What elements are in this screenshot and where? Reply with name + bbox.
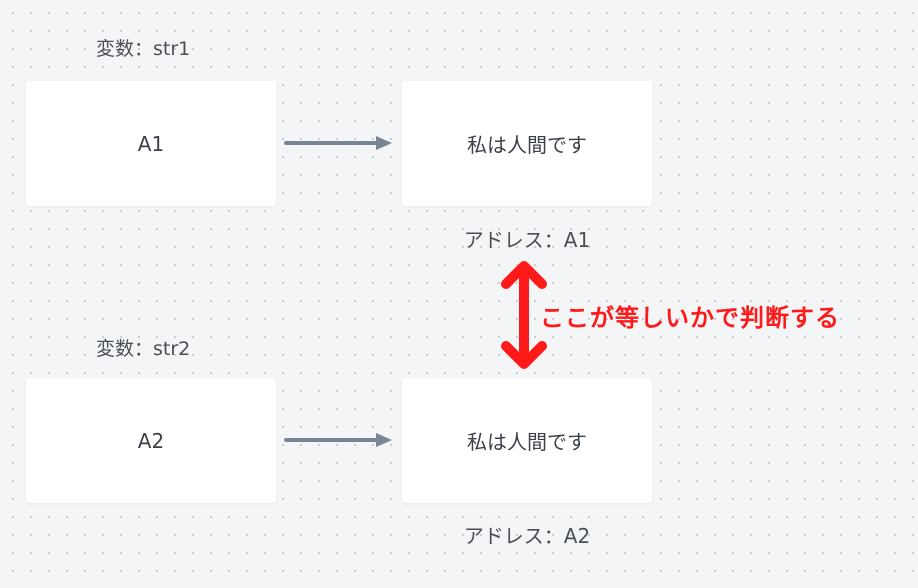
object-box-1[interactable]: 私は人間です [402,81,652,206]
variable-value-str1: A1 [137,131,165,156]
variable-label-str1: 変数：str1 [96,38,191,60]
variable-label-str2: 変数：str2 [96,338,191,360]
variable-value-str2: A2 [137,428,165,453]
address-label-1: アドレス：A1 [463,228,591,252]
object-box-2[interactable]: 私は人間です [402,378,652,503]
pointer-arrow-2 [284,433,392,447]
comparison-note: ここが等しいかで判断する [540,304,840,332]
variable-box-str2[interactable]: A2 [26,378,276,503]
compare-double-arrow [501,261,547,369]
object-text-2: 私は人間です [467,430,587,454]
pointer-arrow-1 [284,136,392,150]
variable-box-str1[interactable]: A1 [26,81,276,206]
object-text-1: 私は人間です [467,133,587,157]
address-label-2: アドレス：A2 [463,524,591,548]
